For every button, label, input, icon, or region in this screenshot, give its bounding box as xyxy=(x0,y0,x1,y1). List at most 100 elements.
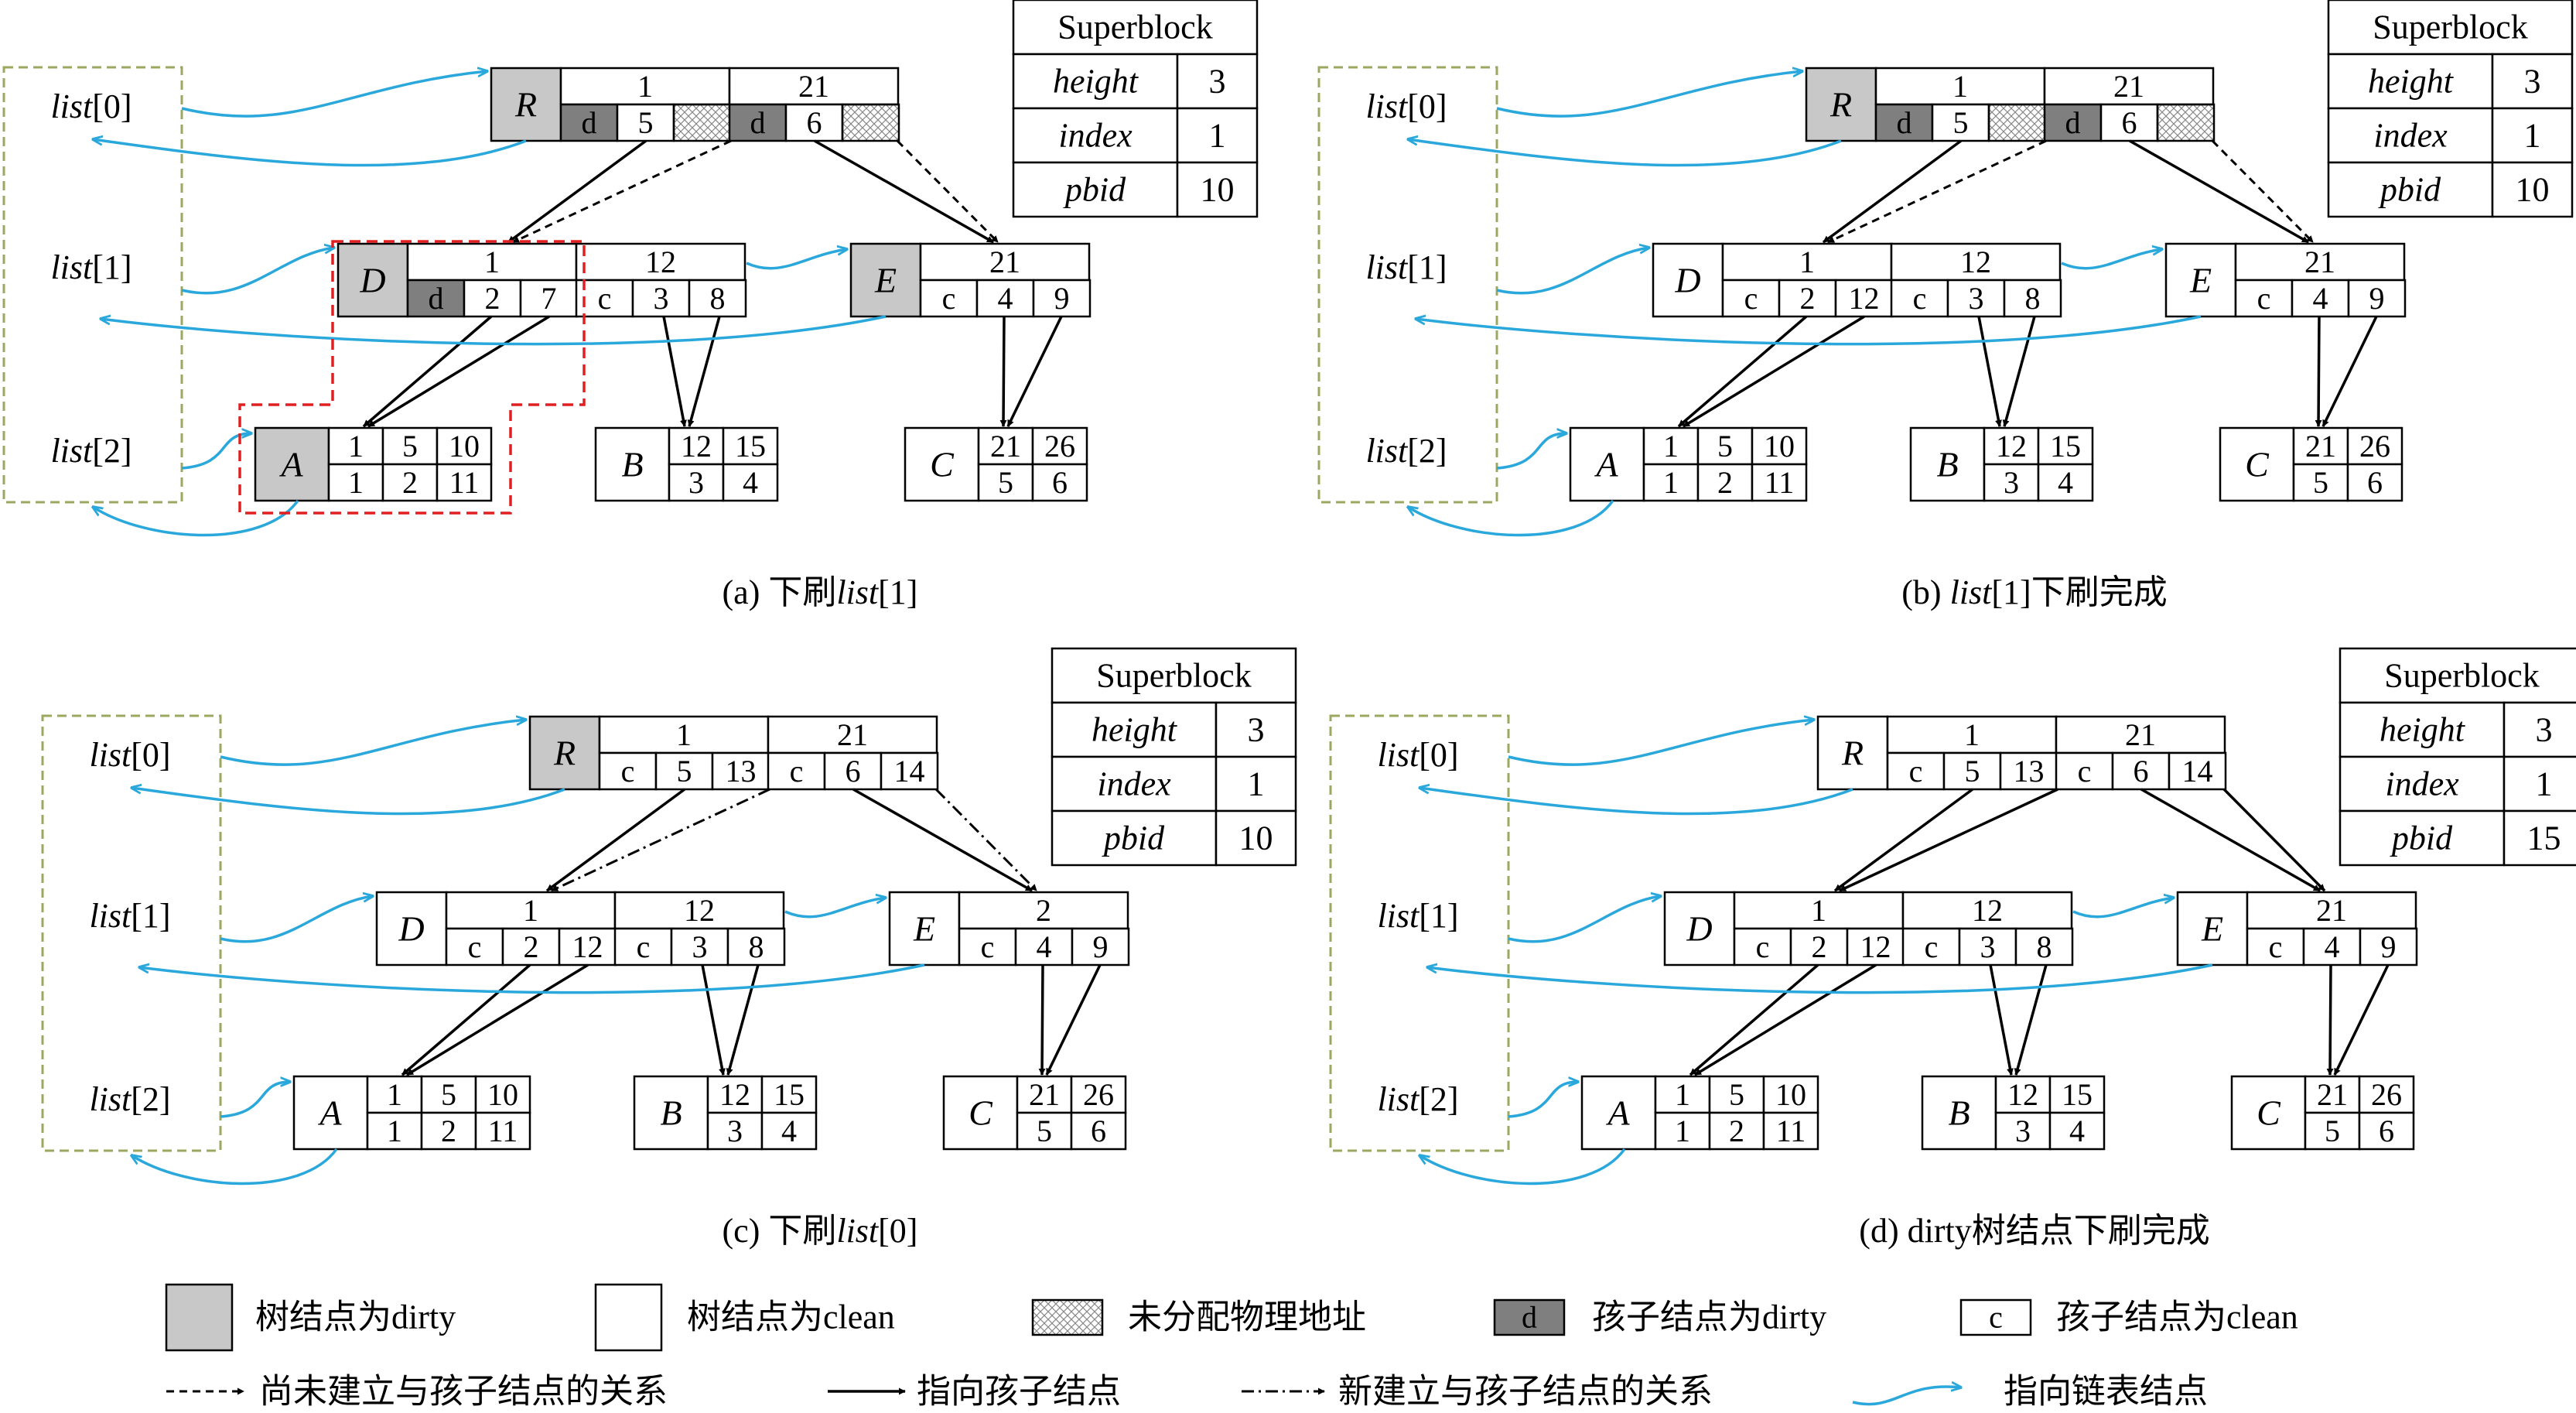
pointer-cell xyxy=(1886,751,1946,791)
key-cell xyxy=(1721,242,1893,282)
node-name-cell xyxy=(490,67,562,142)
leaf-cell xyxy=(2304,1075,2361,1114)
leaf-cell xyxy=(436,463,493,502)
pointer-cell xyxy=(2234,279,2294,318)
leaf-value: 26 xyxy=(2371,1077,2402,1112)
node-name: A xyxy=(1605,1093,1630,1133)
list-link-arrow xyxy=(132,788,565,816)
list-label: list[2] xyxy=(89,1080,170,1118)
node-name: A xyxy=(317,1093,342,1133)
leaf-value: 1 xyxy=(387,1114,402,1148)
child-pointer-arrow xyxy=(406,963,589,1076)
superblock-key-cell xyxy=(1051,809,1218,867)
leaf-value: 10 xyxy=(1775,1077,1806,1112)
child-pointer-arrow xyxy=(1006,316,1063,427)
child-pointer-arrow xyxy=(2129,139,2309,244)
pointer-value: 13 xyxy=(726,754,757,789)
superblock-value-cell xyxy=(2503,809,2576,867)
unallocated-cell xyxy=(1987,103,2047,142)
pointer-cell xyxy=(726,927,786,967)
leaf-value: 26 xyxy=(1044,429,1075,464)
list-link-arrow xyxy=(1408,139,1842,167)
pointer-value: 9 xyxy=(2381,929,2397,964)
legend-clean-swatch xyxy=(594,1283,663,1352)
node-name: C xyxy=(2245,445,2270,484)
key-value: 21 xyxy=(2125,717,2156,752)
child-pointer-arrow xyxy=(2014,964,2048,1076)
superblock-value: 3 xyxy=(2536,711,2553,749)
pointer-value: 14 xyxy=(2182,754,2213,789)
leaf-value: 11 xyxy=(1776,1114,1806,1148)
child-clean-mark: c xyxy=(1909,754,1923,789)
superblock-key: pbid xyxy=(1102,819,1165,857)
pointer-value: 12 xyxy=(572,929,603,964)
list-link-arrow xyxy=(181,248,334,295)
node-name-cell xyxy=(1580,1075,1657,1151)
leaf-cell xyxy=(1762,1075,1819,1114)
pending-relation-arrow xyxy=(896,139,999,244)
list-link-arrow xyxy=(181,433,251,470)
superblock-key: pbid xyxy=(2390,819,2453,857)
leaf-value: 15 xyxy=(735,429,766,464)
child-dirty-mark: d xyxy=(2065,105,2081,140)
superblock-header xyxy=(1051,647,1297,704)
child-pointer-arrow xyxy=(1977,316,2002,427)
superblock-value: 10 xyxy=(1239,819,1273,857)
superblock-key: index xyxy=(2373,117,2448,155)
child-pointer-arrow xyxy=(1822,139,1963,244)
leaf-value: 1 xyxy=(348,465,364,500)
leaf-value: 5 xyxy=(402,429,418,464)
pointer-value: 4 xyxy=(2313,281,2328,316)
list-label: list[0] xyxy=(1365,87,1447,125)
node-name-cell xyxy=(1652,242,1724,318)
node-name-cell xyxy=(942,1075,1019,1151)
pending-relation-arrow xyxy=(2211,139,2315,244)
leaf-value: 3 xyxy=(2004,465,2019,500)
superblock-key: pbid xyxy=(1063,171,1126,209)
pointer-value: 3 xyxy=(1980,929,1996,964)
leaf-cell xyxy=(474,1111,531,1151)
leaf-cell xyxy=(2292,426,2349,466)
child-dirty-mark: d xyxy=(582,105,597,140)
pointer-cell xyxy=(919,279,979,318)
list-label: list[2] xyxy=(50,432,132,470)
pointer-value: 5 xyxy=(1965,754,1980,789)
pointer-cell xyxy=(519,279,579,318)
node-name-cell xyxy=(2230,1075,2307,1151)
leaf-value: 12 xyxy=(2007,1077,2038,1112)
pointer-value: 3 xyxy=(654,281,669,316)
child-pointer-arrow xyxy=(2333,964,2390,1076)
superblock-title: Superblock xyxy=(2384,657,2539,695)
node-name: D xyxy=(398,909,424,949)
child-pointer-arrow xyxy=(701,964,726,1076)
node-name: A xyxy=(278,445,303,484)
leaf-value: 3 xyxy=(688,465,704,500)
leaf-value: 6 xyxy=(1052,465,1068,500)
leaf-cell xyxy=(1983,463,2040,502)
legend-points-child-label: 指向孩子结点 xyxy=(917,1373,1121,1411)
pointer-value: 2 xyxy=(1812,929,1827,964)
list-link-arrow xyxy=(93,139,527,167)
list-link-arrow xyxy=(139,965,925,994)
child-clean-mark: c xyxy=(2257,281,2271,316)
flush-highlight xyxy=(238,240,586,515)
leaf-value: 5 xyxy=(2325,1114,2340,1148)
legend-dirty-label: 树结点为dirty xyxy=(255,1298,456,1336)
key-value: 1 xyxy=(676,717,692,752)
new-relation-arrow xyxy=(934,788,1038,892)
leaf-cell xyxy=(1070,1075,1127,1114)
node-name-cell xyxy=(2164,242,2237,318)
child-pointer-arrow xyxy=(814,139,994,244)
legend-child-clean-label: 孩子结点为clean xyxy=(2056,1298,2298,1336)
key-cell xyxy=(728,67,900,106)
child-pointer-arrow xyxy=(1689,963,1819,1076)
legend-child-dirty-swatch xyxy=(1493,1298,1566,1336)
leaf-cell xyxy=(474,1075,531,1114)
child-clean-mark: c xyxy=(468,929,482,964)
list-link-arrow xyxy=(1427,965,2213,994)
legend-child-dirty-label: 孩子结点为dirty xyxy=(1592,1298,1826,1336)
